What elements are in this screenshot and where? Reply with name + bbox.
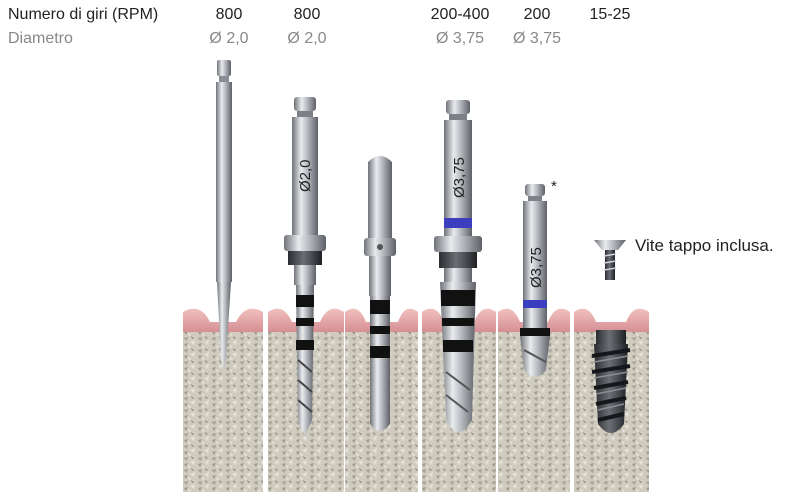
diameter-row-label: Diametro (8, 30, 73, 47)
pilot-drill: Ø2,0 (284, 97, 326, 436)
cover-screw-caption: Vite tappo inclusa. (635, 236, 774, 255)
needle-drill (216, 60, 232, 368)
rpm-value-pilot-drill: 800 (293, 6, 321, 23)
rpm-value-countersink: 200 (523, 6, 551, 23)
twist-drill-marking: Ø3,75 (451, 157, 468, 198)
cover-screw (594, 240, 626, 280)
rpm-value-twist-drill: 200-400 (430, 6, 490, 23)
rpm-value-needle-drill: 800 (215, 6, 243, 23)
rpm-value-implant: 15-25 (589, 6, 631, 23)
countersink-marking: Ø3,75 (528, 247, 545, 288)
direction-indicator-pin (364, 156, 396, 431)
rpm-row-label: Numero di giri (RPM) (8, 6, 159, 23)
twist-drill: Ø3,75 (434, 100, 482, 432)
diameter-value-twist-drill: Ø 3,75 (435, 30, 485, 47)
countersink-drill: Ø3,75 (520, 184, 550, 377)
diameter-value-countersink: Ø 3,75 (512, 30, 562, 47)
header-row: Numero di giri (RPM) Diametro 800 Ø 2,0 … (0, 0, 800, 60)
dental-implant (591, 330, 631, 433)
pilot-drill-marking: Ø2,0 (297, 159, 314, 192)
diameter-value-needle-drill: Ø 2,0 (209, 30, 249, 47)
diameter-value-pilot-drill: Ø 2,0 (287, 30, 327, 47)
countersink-footnote-asterisk: * (551, 178, 557, 195)
